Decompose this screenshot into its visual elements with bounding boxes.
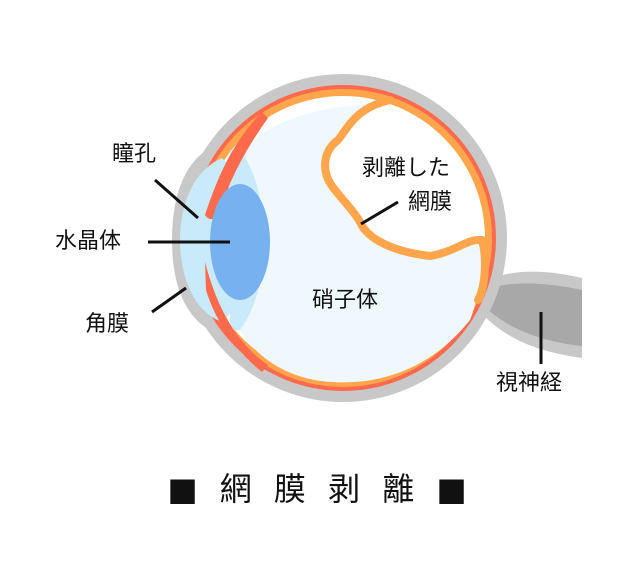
label-lens: 水晶体 bbox=[55, 229, 122, 254]
label-cornea: 角膜 bbox=[85, 312, 130, 337]
detached-retina bbox=[321, 96, 489, 304]
label-detached-retina-2: 網膜 bbox=[408, 190, 453, 215]
label-vitreous: 硝子体 bbox=[312, 288, 379, 313]
pupil-leader bbox=[154, 178, 199, 220]
vitreous-body bbox=[230, 104, 483, 383]
leader-lines bbox=[148, 178, 543, 364]
iris-lower bbox=[205, 262, 268, 372]
label-pupil: 瞳孔 bbox=[112, 142, 157, 167]
label-detached-retina-1: 剥離した bbox=[362, 156, 451, 181]
cornea-leader bbox=[151, 286, 187, 314]
label-optic-nerve: 視神経 bbox=[496, 371, 563, 396]
diagram-title: ■ 網 膜 剥 離 ■ bbox=[167, 470, 473, 508]
optic-nerve bbox=[478, 283, 582, 346]
lens bbox=[210, 184, 270, 300]
iris-upper bbox=[205, 112, 268, 220]
retina-leader bbox=[360, 200, 399, 226]
